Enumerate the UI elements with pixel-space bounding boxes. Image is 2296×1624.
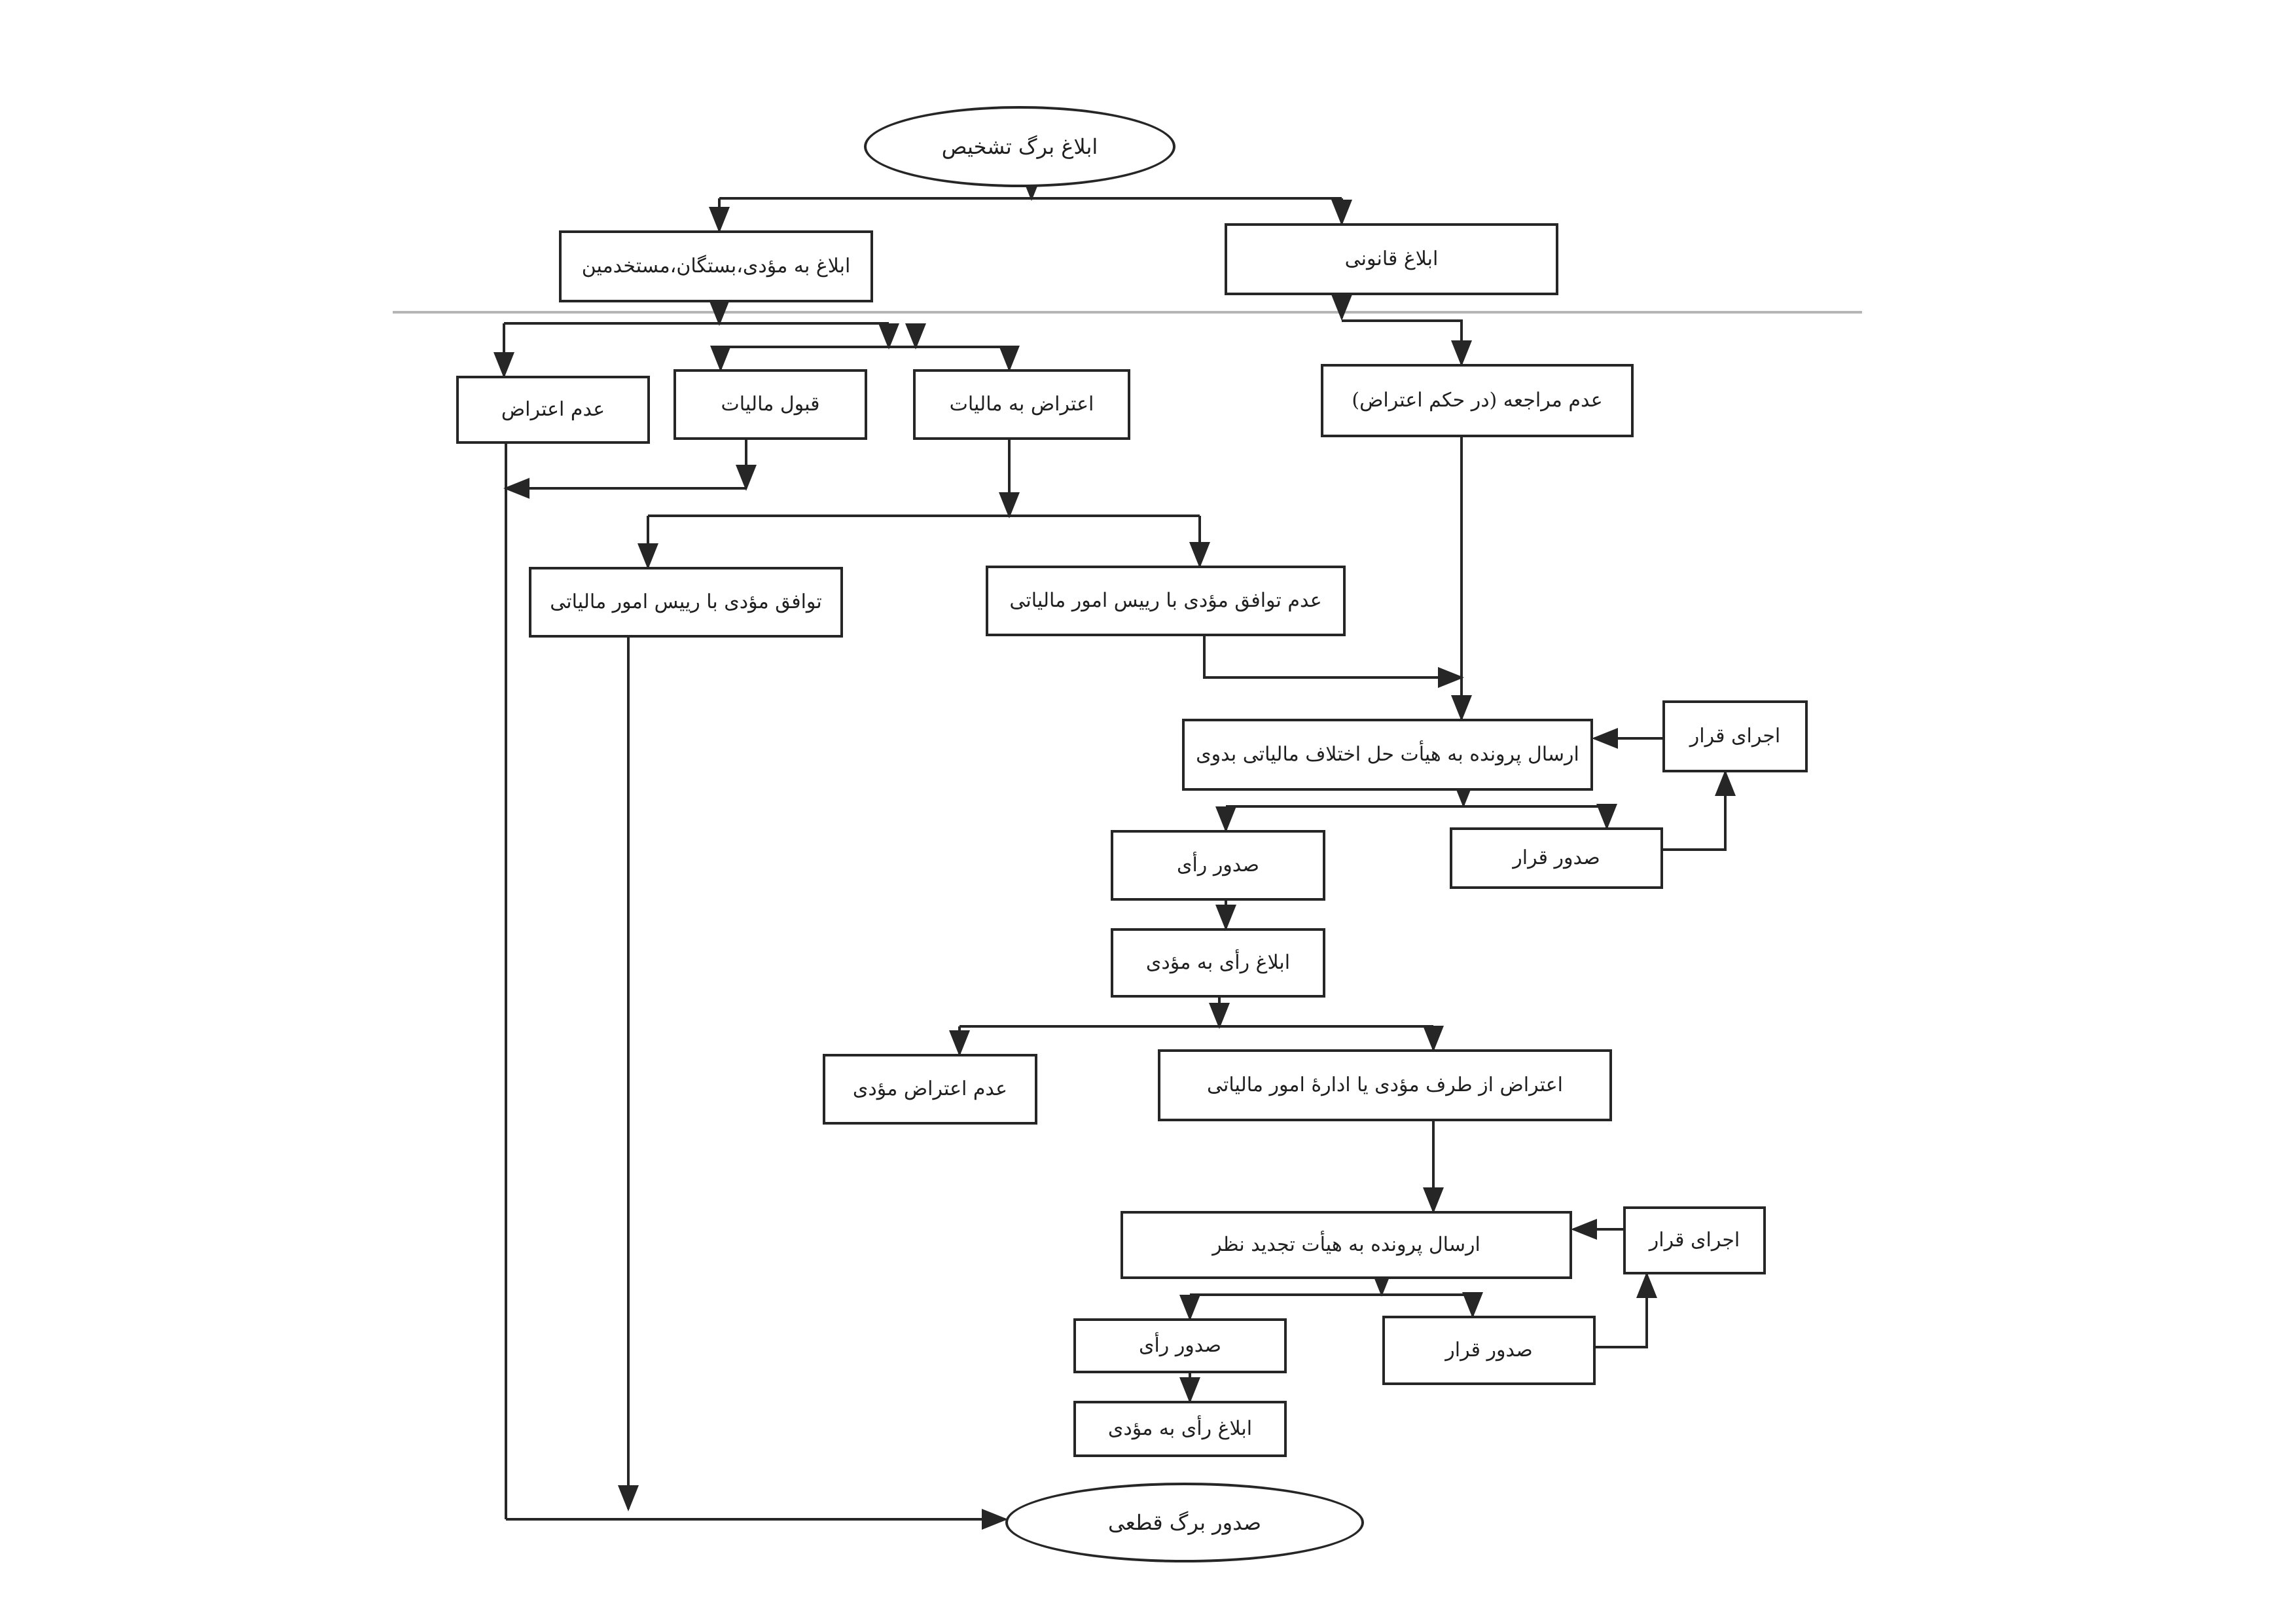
node-tax-acceptance: قبول مالیات bbox=[673, 369, 867, 440]
connector-order-to-execute-1 bbox=[1663, 770, 1736, 851]
connector-disagreement-join bbox=[1203, 636, 1464, 688]
node-legal-notice: ابلاغ قانونی bbox=[1225, 223, 1558, 295]
connector-order-to-execute-2 bbox=[1596, 1272, 1657, 1348]
node-notice-to-taxpayer: ابلاغ به مؤدی،بستگان،مستخدمین bbox=[559, 230, 873, 302]
node-notify-ruling-1: ابلاغ رأی به مؤدی bbox=[1111, 928, 1325, 998]
node-issue-order-2: صدور قرار bbox=[1382, 1316, 1596, 1385]
node-refer-review-board: ارسال پرونده به هیأت تجدید نظر bbox=[1121, 1211, 1572, 1279]
node-agreement-with-head: توافق مؤدی با رییس امور مالیاتی bbox=[529, 567, 843, 638]
connector-to-no-visit bbox=[1342, 319, 1472, 367]
node-issue-ruling-2: صدور رأی bbox=[1073, 1318, 1287, 1373]
node-execute-order-2: اجرای قرار bbox=[1623, 1206, 1766, 1274]
node-issue-order-1: صدور قرار bbox=[1450, 827, 1663, 889]
node-objection-to-tax: اعتراض به مالیات bbox=[913, 369, 1130, 440]
node-notify-ruling-2: ابلاغ رأی به مؤدی bbox=[1073, 1401, 1287, 1457]
node-final-sheet: صدور برگ قطعی bbox=[1005, 1483, 1364, 1562]
node-objection-by-party: اعتراض از طرف مؤدی یا ادارهٔ امور مالیات… bbox=[1158, 1049, 1612, 1121]
node-refer-primary-board: ارسال پرونده به هیأت حل اختلاف مالیاتی ب… bbox=[1182, 719, 1593, 791]
node-assessment-notice: ابلاغ برگ تشخیص bbox=[864, 106, 1175, 187]
node-execute-order-1: اجرای قرار bbox=[1662, 700, 1808, 772]
node-no-visit: عدم مراجعه (در حکم اعتراض) bbox=[1321, 364, 1634, 437]
node-issue-ruling-1: صدور رأی bbox=[1111, 830, 1325, 901]
node-no-objection-taxpayer: عدم اعتراض مؤدی bbox=[823, 1054, 1037, 1125]
node-disagreement-with-head: عدم توافق مؤدی با رییس امور مالیاتی bbox=[986, 566, 1346, 636]
node-no-objection: عدم اعتراض bbox=[456, 376, 650, 444]
